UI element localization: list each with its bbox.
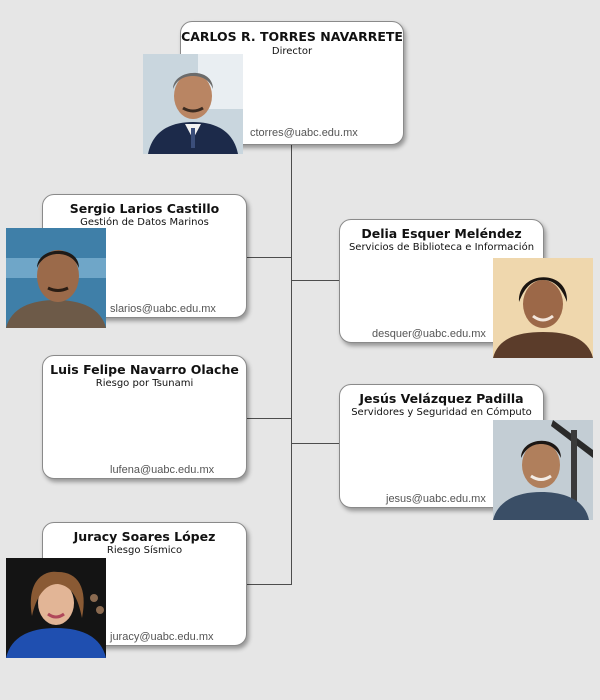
person-role: Servicios de Biblioteca e Información (348, 242, 535, 253)
connector-branch-juracy (247, 584, 292, 585)
person-photo-icon (143, 54, 243, 154)
person-role: Riesgo por Tsunami (95, 378, 194, 389)
email-link[interactable]: slarios@uabc.edu.mx (110, 303, 216, 315)
person-name: CARLOS R. TORRES NAVARRETE (181, 29, 403, 44)
org-card-luis: Luis Felipe Navarro Olache Riesgo por Ts… (42, 355, 247, 479)
email-link[interactable]: ctorres@uabc.edu.mx (250, 127, 358, 139)
connector-branch-luis (247, 418, 292, 419)
person-name: Sergio Larios Castillo (69, 201, 220, 216)
connector-branch-sergio (247, 257, 292, 258)
person-role: Servidores y Seguridad en Cómputo (351, 407, 532, 418)
person-name: Delia Esquer Meléndez (361, 226, 522, 241)
person-name: Juracy Soares López (73, 529, 216, 544)
connector-branch-delia (291, 280, 339, 281)
email-link[interactable]: lufena@uabc.edu.mx (110, 464, 215, 476)
person-photo-icon (6, 558, 106, 658)
person-name: Luis Felipe Navarro Olache (50, 362, 239, 377)
person-role: Riesgo Sísmico (106, 545, 183, 556)
person-photo-icon (6, 228, 106, 328)
email-link[interactable]: desquer@uabc.edu.mx (372, 328, 486, 340)
email-link[interactable]: jesus@uabc.edu.mx (386, 493, 486, 505)
email-link[interactable]: juracy@uabc.edu.mx (110, 631, 214, 643)
connector-trunk (291, 145, 292, 585)
person-role: Director (271, 46, 313, 57)
person-photo-icon (493, 258, 593, 358)
person-name: Jesús Velázquez Padilla (359, 391, 524, 406)
connector-branch-jesus (291, 443, 339, 444)
person-role: Gestión de Datos Marinos (80, 217, 209, 228)
person-photo-icon (493, 420, 593, 520)
